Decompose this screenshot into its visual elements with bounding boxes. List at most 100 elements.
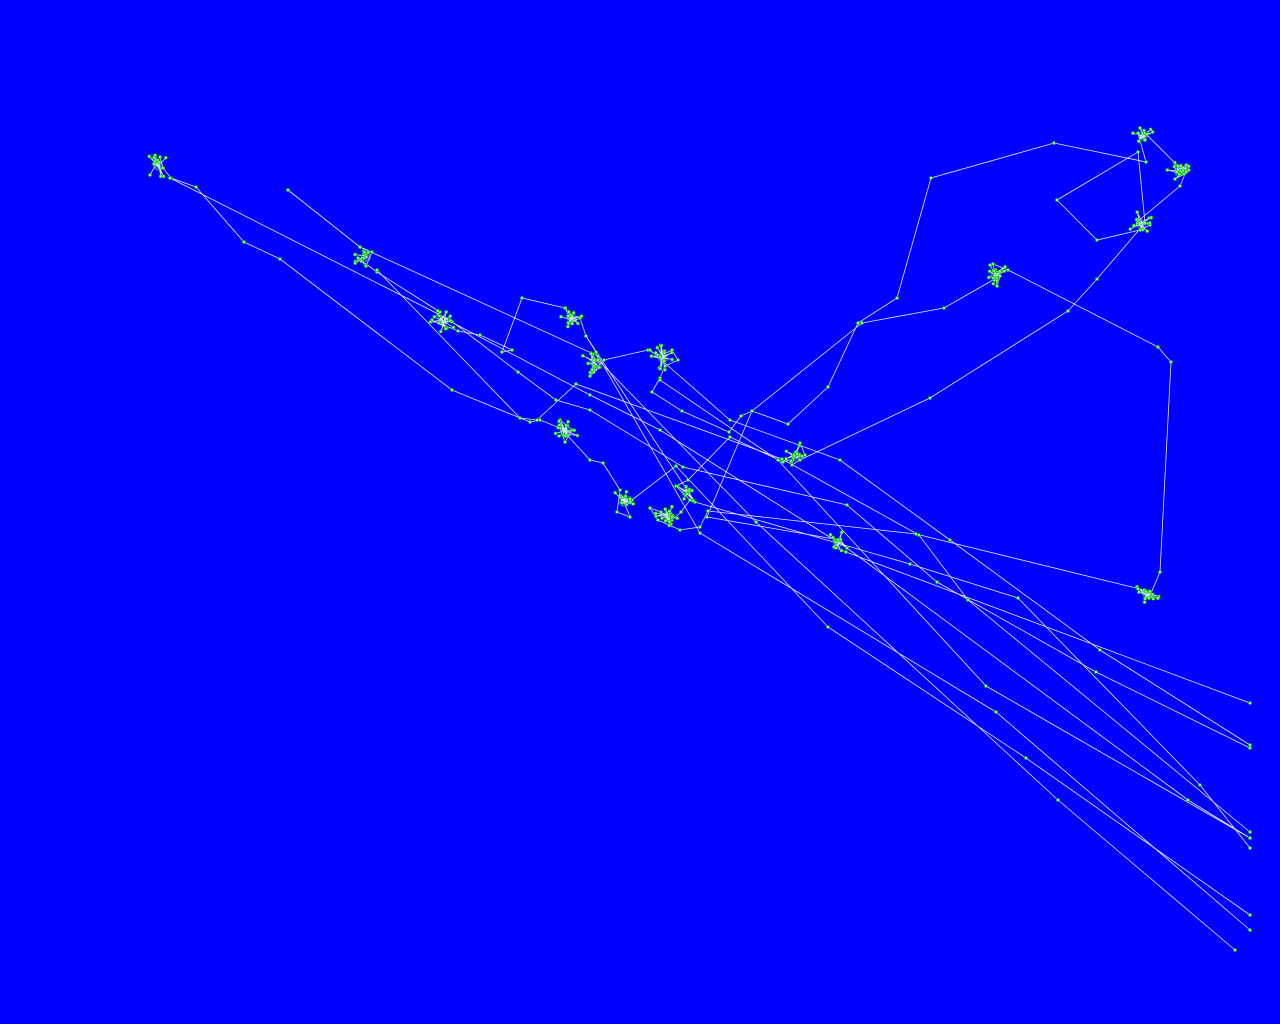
track-node xyxy=(147,154,152,159)
track-node xyxy=(1094,670,1098,674)
track-node xyxy=(564,423,569,428)
track-node xyxy=(998,274,1002,278)
track-node xyxy=(588,374,592,378)
track-node xyxy=(798,458,802,462)
track-node xyxy=(1184,163,1189,167)
track-node xyxy=(681,465,685,469)
track-node xyxy=(1136,139,1141,144)
track-node xyxy=(705,515,709,519)
track-node xyxy=(678,528,682,532)
track-node xyxy=(833,540,838,545)
track-node xyxy=(624,489,629,494)
track-node xyxy=(1178,184,1182,188)
track-node xyxy=(935,580,939,584)
track-node xyxy=(563,306,568,310)
track-node xyxy=(575,433,580,438)
track-node xyxy=(655,345,660,350)
track-node xyxy=(994,710,998,714)
track-node xyxy=(663,367,667,372)
track-node xyxy=(1248,913,1252,917)
track-node xyxy=(698,531,702,535)
track-line-2 xyxy=(169,177,1251,749)
track-node xyxy=(628,496,633,501)
track-node xyxy=(631,501,636,506)
track-node xyxy=(659,343,664,348)
track-node xyxy=(648,506,652,510)
track-node xyxy=(663,507,668,512)
track-node xyxy=(674,464,678,468)
track-node xyxy=(1178,168,1183,173)
track-node xyxy=(1003,264,1007,269)
track-node xyxy=(660,516,665,521)
track-node xyxy=(557,419,562,424)
track-node xyxy=(588,393,592,397)
track-node xyxy=(682,496,687,501)
track-node xyxy=(667,523,672,528)
track-node xyxy=(353,261,358,266)
track-node xyxy=(1144,589,1148,594)
track-node xyxy=(1172,160,1177,165)
track-node xyxy=(784,456,789,461)
track-node xyxy=(987,275,991,280)
track-node xyxy=(570,321,575,326)
track-node xyxy=(676,358,680,362)
track-node xyxy=(1248,830,1252,834)
track-node xyxy=(148,173,152,177)
track-node xyxy=(602,358,606,362)
track-node xyxy=(750,409,754,413)
track-node xyxy=(1186,168,1191,173)
track-node xyxy=(670,504,674,509)
track-node xyxy=(623,494,628,499)
track-node xyxy=(615,510,619,514)
track-node xyxy=(1137,590,1141,595)
track-node xyxy=(1095,277,1099,281)
track-node xyxy=(559,314,563,319)
track-node xyxy=(698,525,702,529)
track-node xyxy=(658,354,663,359)
track-node xyxy=(706,509,710,513)
cluster-core xyxy=(1136,219,1146,229)
track-node xyxy=(917,533,921,537)
track-node xyxy=(535,418,539,422)
track-node xyxy=(1128,227,1133,232)
track-line-0 xyxy=(287,127,1251,704)
track-node xyxy=(991,268,996,273)
track-node xyxy=(658,366,663,371)
track-node xyxy=(685,491,689,496)
track-node xyxy=(1248,701,1252,705)
track-node xyxy=(1150,130,1155,134)
track-node xyxy=(1248,928,1252,932)
track-node xyxy=(786,422,790,426)
track-node xyxy=(658,428,662,432)
track-node xyxy=(370,250,374,254)
track-node xyxy=(596,358,600,362)
track-node xyxy=(845,546,849,550)
track-node xyxy=(728,418,732,422)
track-line-6 xyxy=(659,379,1251,839)
track-node xyxy=(613,490,618,495)
track-node xyxy=(792,453,796,458)
track-node xyxy=(628,515,632,519)
track-node xyxy=(456,329,460,333)
track-node xyxy=(163,155,168,160)
track-node xyxy=(590,367,595,372)
track-node xyxy=(574,382,578,386)
track-node xyxy=(520,296,524,300)
track-node xyxy=(432,314,437,319)
track-node xyxy=(838,537,843,542)
track-node xyxy=(563,440,567,444)
track-node xyxy=(1145,131,1150,136)
track-node xyxy=(375,268,379,272)
track-node xyxy=(362,250,367,255)
track-node xyxy=(362,256,366,260)
track-node xyxy=(168,176,172,180)
track-node xyxy=(690,488,694,493)
track-node xyxy=(833,546,838,550)
track-node xyxy=(556,425,561,430)
track-node xyxy=(1186,798,1190,802)
track-node xyxy=(596,354,600,358)
track-node xyxy=(966,598,970,602)
cluster-lines-13 xyxy=(1130,211,1152,232)
track-node xyxy=(754,520,758,524)
track-node xyxy=(444,310,449,314)
